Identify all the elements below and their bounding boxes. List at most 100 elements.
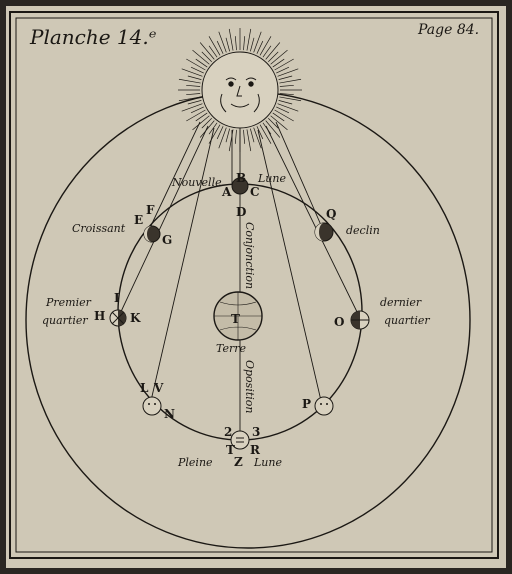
sun-ray xyxy=(178,96,201,102)
sun-ray xyxy=(274,109,294,122)
sun-ray xyxy=(218,127,227,149)
letter-k: K xyxy=(130,311,141,325)
label-quartier-left: quartier xyxy=(42,314,88,327)
earth-globe xyxy=(213,291,263,341)
sun-ray xyxy=(178,78,201,84)
letter-r: R xyxy=(250,443,261,457)
label-dernier: dernier xyxy=(380,296,422,309)
sun-ray xyxy=(225,128,230,143)
letter-h: H xyxy=(94,309,105,323)
letter-g: G xyxy=(162,233,172,247)
sun-ray xyxy=(253,127,262,149)
sun-ray xyxy=(277,103,299,112)
label-premier: Premier xyxy=(45,296,92,309)
page-number: Page 84. xyxy=(417,22,479,38)
label-pleine: Pleine xyxy=(177,456,213,469)
letter-l: L xyxy=(140,381,149,395)
sun-ray xyxy=(246,129,252,152)
outer-frame xyxy=(9,11,499,559)
sun-ray xyxy=(186,58,206,71)
sun-ray xyxy=(265,120,281,138)
sun-ray xyxy=(195,112,208,122)
moon-gibbous-left xyxy=(142,396,162,416)
sun-ray xyxy=(208,36,221,56)
sun-ray xyxy=(187,100,202,105)
sun-ray xyxy=(272,112,285,122)
sun-ray xyxy=(250,37,255,52)
sunlight-beams xyxy=(117,121,361,440)
sun-ray xyxy=(256,126,264,140)
letter-a: A xyxy=(221,185,232,199)
sun-ray xyxy=(190,106,204,114)
sun-ray xyxy=(216,40,224,54)
sun-ray xyxy=(218,31,227,53)
sun-ray xyxy=(201,118,212,129)
sun-ray xyxy=(268,118,279,129)
sun-ray xyxy=(190,66,204,74)
sun-ray xyxy=(216,126,224,140)
moon-last-quarter xyxy=(350,310,370,330)
sun-ray xyxy=(234,36,237,51)
sun-ray xyxy=(187,75,202,80)
sun-ray xyxy=(259,124,272,144)
label-lune-bottom: Lune xyxy=(253,456,282,469)
letter-e: E xyxy=(134,213,143,227)
letter-three: 3 xyxy=(252,425,260,439)
label-lune-top: Lune xyxy=(257,172,286,185)
earth-letter: T xyxy=(231,312,240,326)
moon-first-quarter xyxy=(109,309,127,327)
plate-title: Planche 14.ᵉ xyxy=(29,25,156,49)
sun-ray xyxy=(278,100,293,105)
sun-ray xyxy=(243,129,246,144)
sun-ray xyxy=(192,115,210,131)
sun-ray xyxy=(199,120,215,138)
moon-full xyxy=(230,430,250,450)
sun-ray xyxy=(279,93,294,96)
sun-ray xyxy=(279,96,302,102)
sun-ray xyxy=(270,115,288,131)
letter-b: B xyxy=(236,171,246,185)
sun-ray xyxy=(276,66,290,74)
sun-ray xyxy=(265,42,281,60)
sun-ray xyxy=(208,122,218,135)
sun-face-icon xyxy=(220,77,260,113)
sun-ray xyxy=(262,45,272,58)
label-quartier-right: quartier xyxy=(384,314,430,327)
sun-rays xyxy=(178,28,302,152)
sun-ray xyxy=(186,109,206,122)
label-declin: declin xyxy=(346,224,380,237)
sun-ray xyxy=(234,129,237,144)
sun-ray xyxy=(268,51,279,62)
sun-ray xyxy=(250,128,255,143)
sun-ray xyxy=(186,84,201,87)
letter-v: V xyxy=(153,381,164,395)
letter-q: Q xyxy=(326,207,336,221)
earth-label: Terre xyxy=(216,342,247,355)
sun-ray xyxy=(186,93,201,96)
sun-ray xyxy=(256,40,264,54)
conjunction-label: Conjonction xyxy=(243,222,256,289)
sun-ray xyxy=(279,84,294,87)
sun-ray xyxy=(272,58,285,68)
letter-p: P xyxy=(302,397,311,411)
sun-ray xyxy=(276,106,290,114)
sun-ray xyxy=(253,31,262,53)
sun-ray xyxy=(225,37,230,52)
letter-o: O xyxy=(334,315,344,329)
sun-ray xyxy=(195,58,208,68)
sun-ray xyxy=(277,68,299,77)
sun-ray xyxy=(279,78,302,84)
letter-i: I xyxy=(114,291,120,305)
letter-d: D xyxy=(236,205,246,219)
sun-ray xyxy=(181,103,203,112)
sun-ray xyxy=(243,36,246,51)
inner-frame xyxy=(15,17,493,553)
letter-f: F xyxy=(146,203,155,217)
letter-two: 2 xyxy=(224,425,232,439)
sun-ray xyxy=(208,45,218,58)
letter-n: N xyxy=(164,407,175,421)
sun-ray xyxy=(274,58,294,71)
letter-t: T xyxy=(226,443,235,457)
sun-ray xyxy=(201,51,212,62)
